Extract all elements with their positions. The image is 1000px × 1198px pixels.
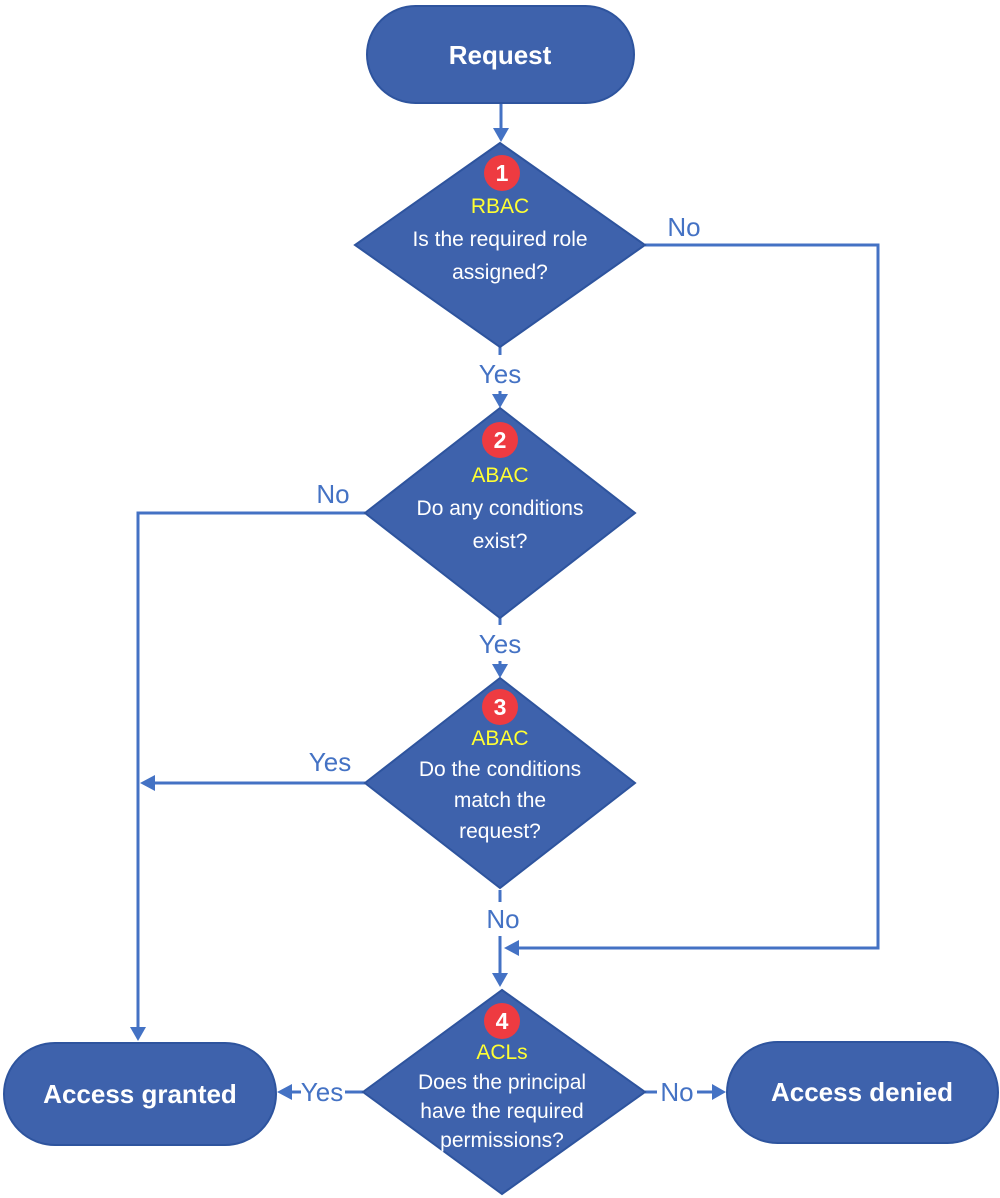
decision-4-question-line-2: have the required	[420, 1100, 583, 1123]
decision-3-badge-number: 3	[494, 694, 507, 720]
decision-3-badge	[482, 689, 518, 725]
decision-2-badge-number: 2	[494, 427, 507, 453]
edge-d1-no-rail	[515, 243, 880, 950]
access-denied-label: Access denied	[771, 1077, 953, 1107]
edge-d2-no-label: No	[316, 479, 349, 509]
edge-d4-yes-arrowhead	[277, 1084, 292, 1100]
decision-1-badge-number: 1	[496, 160, 509, 186]
decision-1-diamond	[353, 141, 647, 349]
decision-1-model-label: RBAC	[471, 195, 529, 218]
decision-4-question-line-3: permissions?	[440, 1129, 564, 1152]
decision-1-question-line-1: Is the required role	[412, 228, 587, 251]
start-node	[366, 5, 635, 104]
decision-4-badge-number: 4	[496, 1008, 509, 1034]
edge-d2-yes-arrowhead	[492, 664, 508, 678]
access-denied-node	[726, 1041, 999, 1144]
edge-d2-no-rail	[136, 511, 365, 1028]
decision-1-badge	[484, 155, 520, 191]
decision-3-question-line-2: match the	[454, 789, 546, 812]
decision-1: 1 RBAC Is the required role assigned?	[353, 141, 647, 349]
edge-d2-yes-label: Yes	[479, 629, 521, 659]
edge-d4-yes-label: Yes	[301, 1077, 343, 1107]
decision-3-model-label: ABAC	[471, 727, 528, 750]
edge-d1-no-arrowhead	[504, 940, 519, 956]
decision-2-question-line-2: exist?	[473, 530, 528, 553]
decision-3: 3 ABAC Do the conditions match the reque…	[363, 676, 637, 890]
decision-3-question-line-1: Do the conditions	[419, 758, 581, 781]
decision-2-question-line-1: Do any conditions	[417, 497, 584, 520]
access-granted-label: Access granted	[43, 1079, 237, 1109]
decision-3-question-line-3: request?	[459, 820, 541, 843]
start-node-label: Request	[449, 40, 552, 70]
edge-start-to-d1-arrowhead	[493, 128, 509, 142]
edge-d3-yes-arrowhead	[140, 775, 155, 791]
decision-2-model-label: ABAC	[471, 464, 528, 487]
decision-4-badge	[484, 1003, 520, 1039]
edge-d3-no-label: No	[486, 904, 519, 934]
edge-d1-no-label: No	[667, 212, 700, 242]
decision-3-diamond	[363, 676, 637, 890]
edge-d2-no-arrowhead	[130, 1027, 146, 1041]
decision-4-diamond	[361, 988, 647, 1196]
decision-2: 2 ABAC Do any conditions exist?	[363, 406, 637, 620]
decision-2-badge	[482, 422, 518, 458]
edge-d1-yes-label: Yes	[479, 359, 521, 389]
edge-d3-no-arrowhead	[492, 973, 508, 987]
decision-4-question-line-1: Does the principal	[418, 1071, 586, 1094]
edge-d4-no-label: No	[660, 1077, 693, 1107]
edge-d4-yes-label-mask	[301, 1075, 345, 1107]
decision-4-model-label: ACLs	[476, 1041, 527, 1064]
decision-1-question-line-2: assigned?	[452, 261, 548, 284]
decision-4: 4 ACLs Does the principal have the requi…	[361, 988, 647, 1196]
edge-d1-yes-arrowhead	[492, 394, 508, 408]
edge-d4-no-arrowhead	[712, 1084, 726, 1100]
edge-d4-no-label-mask	[657, 1075, 697, 1107]
access-granted-node	[3, 1042, 277, 1146]
decision-2-diamond	[363, 406, 637, 620]
edge-d3-yes-label: Yes	[309, 747, 351, 777]
